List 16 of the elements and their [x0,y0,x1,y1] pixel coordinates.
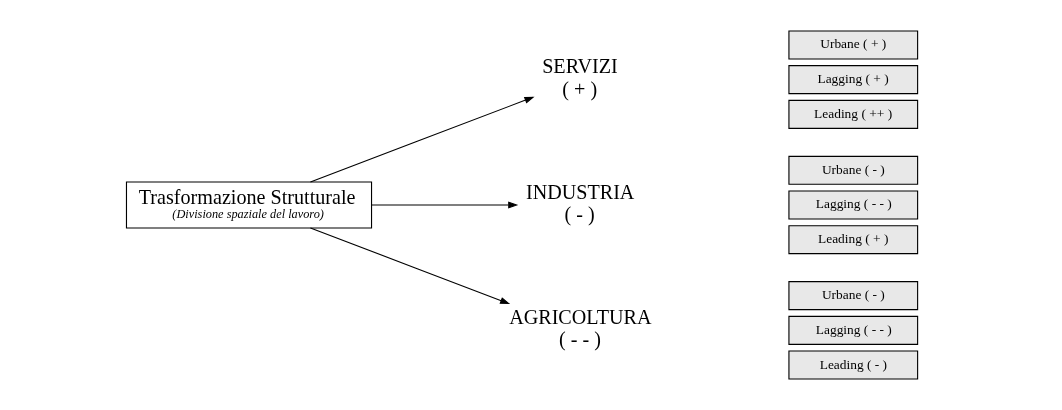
arrow [309,96,535,183]
node-box: Urbane ( + ) [788,30,919,60]
arrow [371,201,519,209]
node-box: Lagging ( + ) [788,65,919,95]
node-box: Urbane ( - ) [788,155,919,185]
node-box: Lagging ( - - ) [788,190,919,220]
node-box: Lagging ( - - ) [788,315,919,345]
node-box: Urbane ( - ) [788,281,919,311]
node-text: AGRICOLTURA ( - - ) [509,306,652,351]
arrow [309,227,511,305]
node-text: SERVIZI ( + ) [542,55,618,100]
node-box: Leading ( + ) [788,225,919,255]
node-box: Leading ( - ) [788,350,919,380]
node-text: INDUSTRIA ( - ) [525,180,635,226]
node-box: Leading ( ++ ) [788,99,919,129]
node-box: Trasformazione Strutturale (Divisione spaziale del lavoro) [125,181,373,229]
